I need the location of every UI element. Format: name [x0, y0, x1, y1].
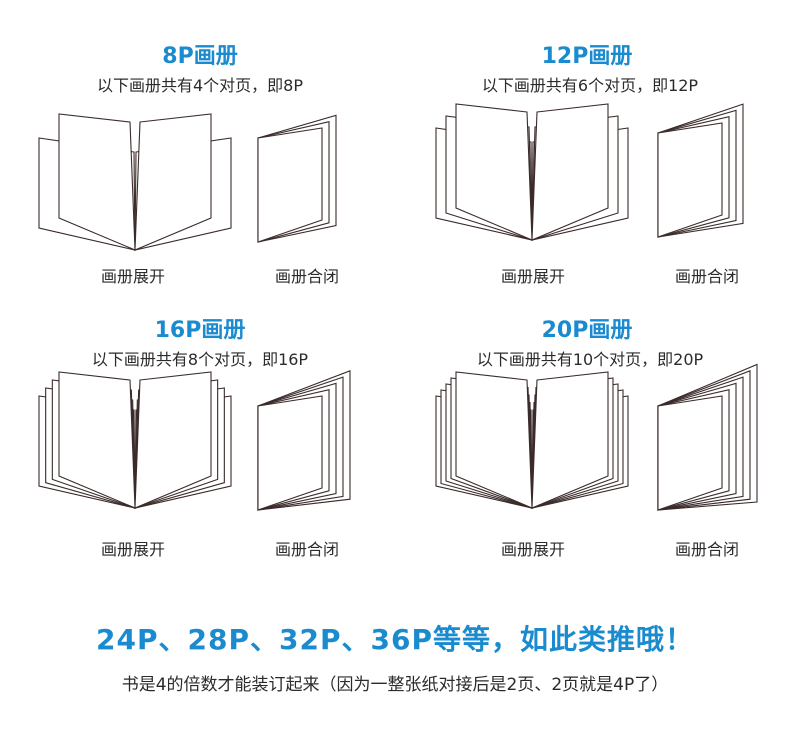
- closed-caption-12p: 画册合闭: [674, 267, 739, 286]
- open-caption-20p: 画册展开: [500, 540, 565, 559]
- panel-title-8p: 8P画册: [162, 44, 238, 69]
- closed-book-12p-illustration: [657, 103, 744, 238]
- closed-page-0-0: [257, 127, 323, 243]
- panel-title-12p: 12P画册: [541, 44, 633, 69]
- closed-page-2-0: [257, 395, 323, 511]
- page-1-right-2: [531, 103, 609, 241]
- panel-title-16p: 16P画册: [154, 318, 246, 343]
- open-caption-16p: 画册展开: [100, 540, 165, 559]
- closed-page-3-0: [657, 395, 723, 511]
- page-2-right-3: [134, 371, 212, 509]
- panel-title-20p: 20P画册: [541, 318, 633, 343]
- panel-subtitle-12p: 以下画册共有6个对页，即12P: [481, 76, 699, 95]
- page-0-right-1: [134, 113, 212, 251]
- open-book-20p-illustration: [435, 371, 629, 509]
- page-2-left-3: [58, 371, 136, 509]
- open-book-8p-illustration: [38, 113, 232, 251]
- open-caption-8p: 画册展开: [100, 267, 165, 286]
- open-book-12p-illustration: [435, 103, 629, 241]
- headline: 24P、28P、32P、36P等等，如此类推哦！: [96, 623, 694, 656]
- closed-caption-16p: 画册合闭: [274, 540, 339, 559]
- open-book-16p-illustration: [38, 371, 232, 509]
- closed-caption-8p: 画册合闭: [274, 267, 339, 286]
- panel-subtitle-20p: 以下画册共有10个对页，即20P: [476, 350, 704, 369]
- closed-book-8p-illustration: [257, 114, 337, 243]
- page-3-left-4: [455, 371, 533, 509]
- footnote: 书是4的倍数才能装订起来（因为一整张纸对接后是2页、2页就是4P了）: [121, 675, 669, 695]
- closed-book-20p-illustration: [657, 363, 758, 511]
- closed-page-1-0: [657, 122, 723, 238]
- open-caption-12p: 画册展开: [500, 267, 565, 286]
- page-3-right-4: [531, 371, 609, 509]
- page-1-left-2: [455, 103, 533, 241]
- page-0-left-1: [58, 113, 136, 251]
- closed-book-16p-illustration: [257, 370, 351, 511]
- panel-subtitle-16p: 以下画册共有8个对页，即16P: [91, 350, 309, 369]
- closed-caption-20p: 画册合闭: [674, 540, 739, 559]
- panel-subtitle-8p: 以下画册共有4个对页，即8P: [96, 76, 303, 95]
